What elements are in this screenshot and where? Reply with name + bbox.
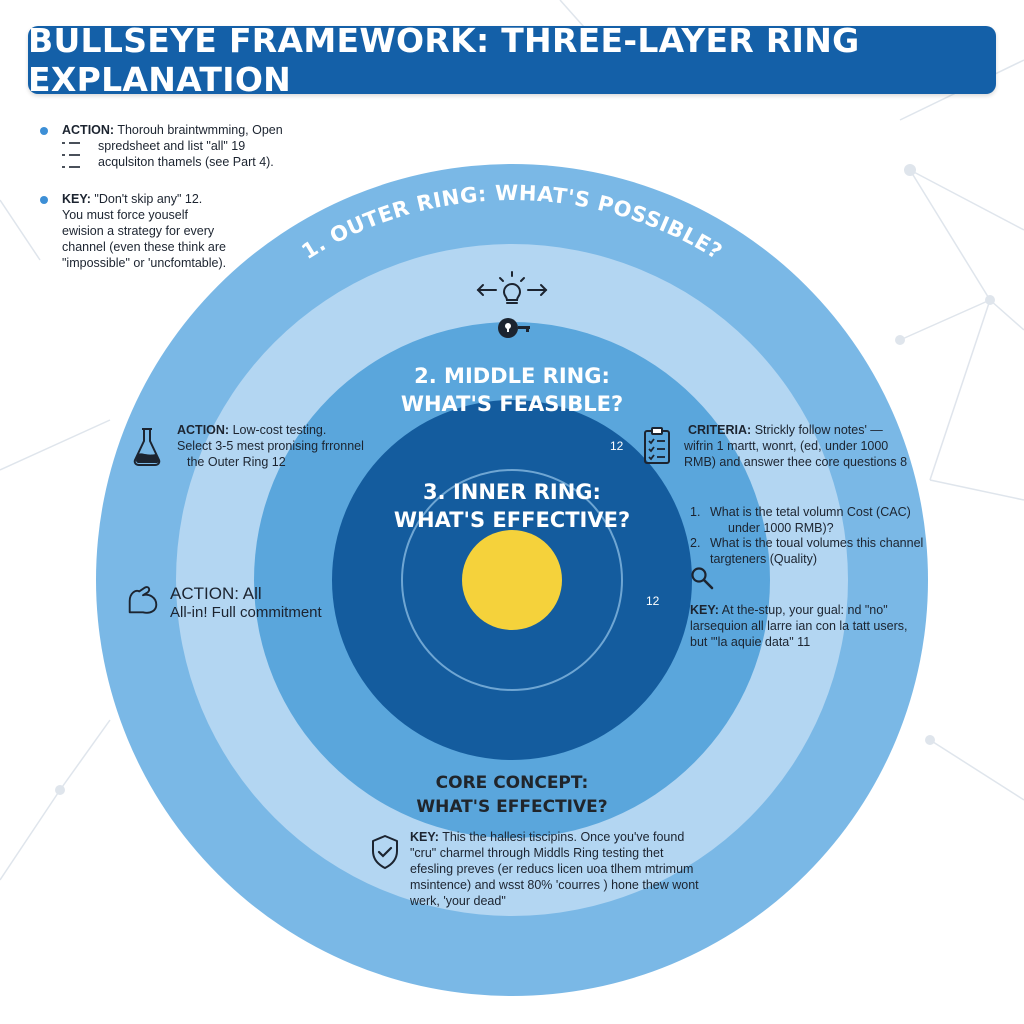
core-concept-title: CORE CONCEPT: WHAT'S EFFECTIVE? (362, 771, 662, 819)
criteria-label: CRITERIA: (688, 423, 752, 437)
side-action-line2: spredsheet and list "all" 19 (98, 139, 246, 153)
inner-ring-outline (401, 469, 623, 691)
side-key-line1: "Don't skip any" 12. (94, 192, 203, 206)
flexed-arm-icon (128, 586, 158, 614)
core-key-label: KEY: (410, 830, 439, 844)
flask-icon (133, 428, 161, 466)
criteria-note: CRITERIA: Strickly follow notes' — (688, 423, 883, 438)
side-key-label: KEY: (62, 192, 91, 206)
clipboard-checklist-icon (644, 427, 670, 464)
bullet-dot (40, 196, 48, 204)
side-action-note: ACTION: Thorouh braintwmming, Open (62, 123, 283, 138)
outer-ring-title-text: 1. OUTER RING: WHAT'S POSSIBLE? (297, 181, 726, 264)
core-key-line4: msintence) and wsst 80% 'courres ) hone … (410, 878, 699, 892)
shield-check-icon (372, 835, 398, 869)
core-key-note: KEY: This the hallesi tiscipins. Once yo… (410, 830, 684, 845)
middle-key-label: KEY: (690, 603, 719, 617)
side-key-line4: channel (even these think are (62, 240, 226, 254)
middle-action-note: ACTION: Low-cost testing. (177, 423, 326, 438)
middle-ring-title-line2: WHAT'S FEASIBLE? (400, 392, 624, 416)
outer-action-text: All-in! Full commitment (170, 604, 322, 621)
inner-ring-title: 3. INNER RING: WHAT'S EFFECTIVE? (362, 478, 662, 534)
criteria-line2: wifrin 1 martt, wonrt, (ed, under 1000 (684, 439, 889, 453)
magnifier-icon (691, 567, 714, 590)
page-title: BULLSEYE FRAMEWORK: THREE-LAYER RING EXP… (28, 21, 860, 99)
question-2-line1: What is the toual volumes this channel (710, 536, 924, 550)
criteria-line1: Strickly follow notes' — (754, 423, 883, 437)
core-concept-title-line2: WHAT'S EFFECTIVE? (416, 797, 608, 817)
core-key-line2: "cru" charmel through Middls Ring testin… (410, 846, 664, 860)
middle-action-label: ACTION: (177, 423, 230, 437)
side-key-note: KEY: "Don't skip any" 12. (62, 192, 202, 207)
middle-action-line2: Select 3-5 mest pronising frronnel (177, 439, 364, 453)
middle-action-line1: Low-cost testing. (232, 423, 327, 437)
inner-ring-number: 12 (646, 594, 660, 608)
lightbulb-arrows-icon (476, 271, 548, 304)
core-key-line5: werk, 'your dead" (410, 894, 506, 908)
question-2-number: 2. (690, 536, 701, 550)
inner-ring-title-line1: 3. INNER RING: (423, 480, 601, 504)
middle-ring-title: 2. MIDDLE RING: WHAT'S FEASIBLE? (362, 362, 662, 418)
question-1-line1: What is the tetal volumn Cost (CAC) (710, 505, 911, 519)
bullet-dot (40, 127, 48, 135)
side-key-line3: ewision a strategy for every (62, 224, 215, 238)
question-1-number: 1. (690, 505, 701, 519)
criteria-line3: RMB) and answer thee core questions 8 (684, 455, 908, 469)
question-1-line2: under 1000 RMB)? (728, 521, 834, 535)
side-key-line2: You must force youself (62, 208, 188, 222)
middle-key-line3: but "'la aquie data" 11 (690, 635, 811, 649)
side-key-line5: "impossible" or 'uncfomtable). (62, 256, 227, 270)
side-action-label: ACTION: (62, 123, 115, 137)
core-key-line1: This the hallesi tiscipins. Once you've … (442, 830, 685, 844)
question-2-line2: targteners (Quality) (710, 552, 817, 566)
middle-key-note: KEY: At the-stup, your gual: nd "no" (690, 603, 888, 618)
inner-ring-title-line2: WHAT'S EFFECTIVE? (393, 508, 631, 532)
outer-action-label: ACTION: All (170, 584, 262, 603)
side-action-line1: Thorouh braintwmming, Open (117, 123, 283, 137)
core-key-line3: efesling preves (er reducs licen uoa tlh… (410, 862, 694, 876)
middle-key-line2: larsequion all larre ian con la tatt use… (690, 619, 908, 633)
svg-text:1. OUTER RING: WHAT'S POSSIBLE: 1. OUTER RING: WHAT'S POSSIBLE? (297, 181, 726, 264)
middle-key-line1: At the-stup, your gual: nd "no" (721, 603, 888, 617)
key-lock-icon (498, 318, 530, 338)
core-circle (462, 530, 562, 630)
middle-ring-number: 12 (610, 439, 624, 453)
core-concept-title-line1: CORE CONCEPT: (435, 773, 589, 793)
title-banner: BULLSEYE FRAMEWORK: THREE-LAYER RING EXP… (28, 21, 996, 99)
middle-action-line3: the Outer Ring 12 (187, 455, 286, 469)
checklist-icon (62, 142, 80, 168)
side-action-line3: acqulsiton thamels (see Part 4). (98, 155, 274, 169)
middle-ring-title-line1: 2. MIDDLE RING: (414, 364, 610, 388)
